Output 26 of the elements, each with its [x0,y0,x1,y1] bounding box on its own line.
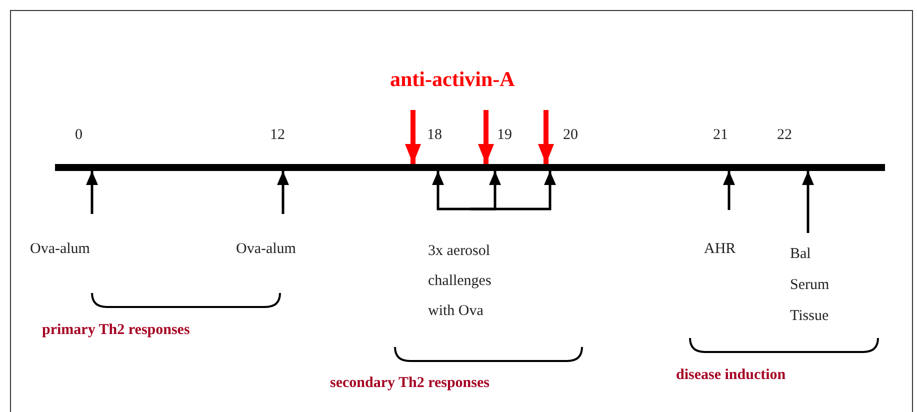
event-label: Bal Serum Tissue [790,233,860,328]
arrow [470,171,556,210]
event-label: Ova-alum [30,214,125,264]
day-number: 0 [75,126,82,145]
arrow [538,110,554,164]
day-number: 12 [270,126,285,145]
day-number: 22 [777,126,792,145]
event-label: AHR [704,210,754,260]
arrow [405,110,421,164]
arrow [802,171,814,233]
arrow [277,171,289,214]
phase-label: primary Th2 responses [42,321,190,340]
day-number: 21 [713,126,728,145]
day-number: 18 [427,126,442,145]
arrow [432,171,470,210]
phase-label: disease induction [676,366,786,385]
arrow [86,171,98,214]
event-label: Ova-alum [236,214,331,264]
event-label: 3x aerosol challenges with Ova [428,209,520,329]
day-number: 20 [563,126,578,145]
timeline-bar [55,164,885,171]
treatment-label: anti-activin-A [390,66,515,93]
arrow [478,110,494,164]
day-number: 19 [497,126,512,145]
arrow [723,171,735,210]
phase-label: secondary Th2 responses [330,374,490,393]
